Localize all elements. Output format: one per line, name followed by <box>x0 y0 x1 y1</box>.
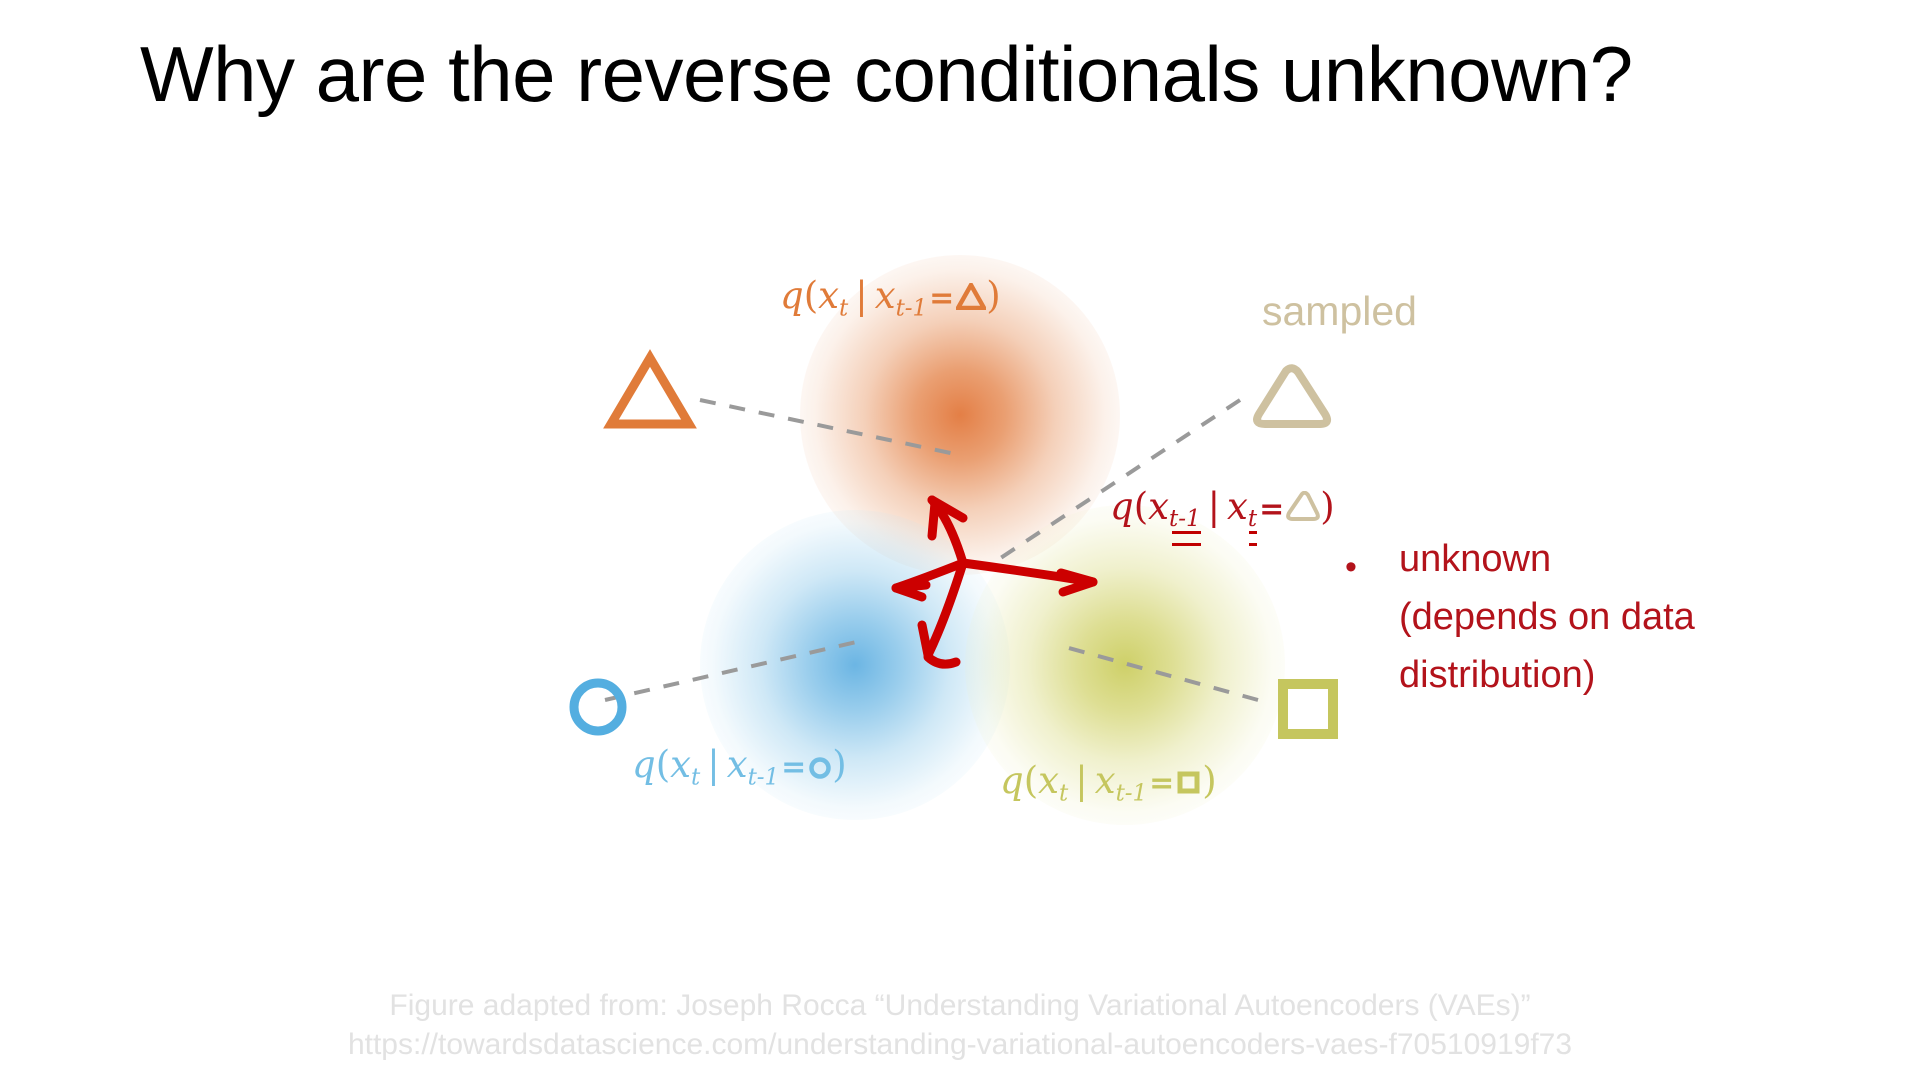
formula-blue-close: ) <box>832 743 847 786</box>
formula-red-reverse-conditional: q(xt-1|xt=) <box>1110 485 1335 547</box>
formula-orange-bar: | <box>855 274 868 317</box>
square-marker <box>1278 679 1338 739</box>
red-arrow-up-head <box>927 495 968 541</box>
formula-orange-var2: x <box>874 274 896 317</box>
formula-red-fn: q <box>1110 485 1134 528</box>
dashed-connectors <box>604 398 1259 702</box>
formula-blue-var2: x <box>726 743 748 786</box>
formula-olive-sub2: t-1 <box>1115 780 1148 807</box>
formula-orange-sub1: t <box>839 295 849 322</box>
triangle-icon <box>954 279 989 316</box>
formula-olive-sub1: t <box>1059 780 1069 807</box>
formula-olive-bar: | <box>1075 759 1088 802</box>
circle-marker <box>569 678 627 736</box>
formula-olive-open: ( <box>1023 759 1039 802</box>
red-arrow-left-head <box>891 580 931 602</box>
formula-blue-bar: | <box>707 743 720 786</box>
sampled-label: sampled <box>1262 288 1417 334</box>
formula-olive-fn: q <box>1000 759 1024 802</box>
dashed-line-rounded-triangle <box>988 398 1242 567</box>
dashed-line-triangle <box>699 398 961 457</box>
formula-blue-fn: q <box>632 743 656 786</box>
bullet-point-icon: • <box>1345 548 1357 586</box>
triangle-marker <box>603 349 697 429</box>
formula-olive-forward-conditional: q(xt|xt-1=) <box>1000 762 1217 805</box>
formula-orange-fn: q <box>780 274 804 317</box>
rounded-triangle-icon <box>1286 490 1321 527</box>
formula-red-bar: | <box>1207 485 1221 528</box>
formula-blue-eq: = <box>781 750 807 785</box>
formula-red-var1: x <box>1148 485 1169 528</box>
unknown-annotation-block: • unknown (depends on data distribution) <box>1345 530 1765 704</box>
unknown-line-2: (depends on data <box>1399 596 1695 638</box>
formula-blue-sub1: t <box>691 764 701 791</box>
formula-orange-open: ( <box>803 274 819 317</box>
red-arrow-group <box>891 495 1098 669</box>
formula-blue-open: ( <box>655 743 671 786</box>
formula-orange-eq: = <box>929 281 955 316</box>
formula-olive-var2: x <box>1094 759 1116 802</box>
formula-red-close: ) <box>1320 485 1335 528</box>
circle-icon <box>808 748 832 785</box>
dashed-line-square <box>1057 643 1259 702</box>
formula-orange-var1: x <box>818 274 839 317</box>
formula-olive-eq: = <box>1149 766 1175 801</box>
caption-line-2: https://towardsdatascience.com/understan… <box>347 1028 1573 1061</box>
formula-olive-close: ) <box>1202 759 1217 802</box>
formula-orange-sub2: t-1 <box>895 295 928 322</box>
formula-olive-var1: x <box>1038 759 1059 802</box>
square-icon <box>1176 764 1202 801</box>
red-arrow-down-head <box>917 620 961 669</box>
formula-red-sub2: t <box>1247 506 1258 547</box>
formula-blue-forward-conditional: q(xt|xt-1=) <box>632 746 847 789</box>
red-arrow-right-head <box>1056 568 1098 597</box>
figure-credit-caption: Figure adapted from: Joseph Rocca “Under… <box>0 986 1920 1064</box>
formula-blue-var1: x <box>670 743 691 786</box>
formula-orange-forward-conditional: q(xt|xt-1=) <box>780 277 1001 320</box>
formula-red-sub1: t-1 <box>1169 506 1201 547</box>
caption-line-1: Figure adapted from: Joseph Rocca “Under… <box>389 989 1531 1022</box>
unknown-line-3: distribution) <box>1399 654 1596 696</box>
unknown-line-1: unknown <box>1399 538 1552 580</box>
dashed-line-circle <box>604 638 866 702</box>
formula-blue-sub2: t-1 <box>747 764 780 791</box>
rounded-triangle-marker <box>1253 364 1332 428</box>
formula-red-var2: x <box>1227 485 1248 528</box>
formula-orange-close: ) <box>986 274 1001 317</box>
formula-red-eq: = <box>1259 492 1285 527</box>
page-title: Why are the reverse conditionals unknown… <box>140 30 1633 118</box>
red-arrow-down-shaft <box>923 558 968 660</box>
formula-red-open: ( <box>1133 485 1149 528</box>
